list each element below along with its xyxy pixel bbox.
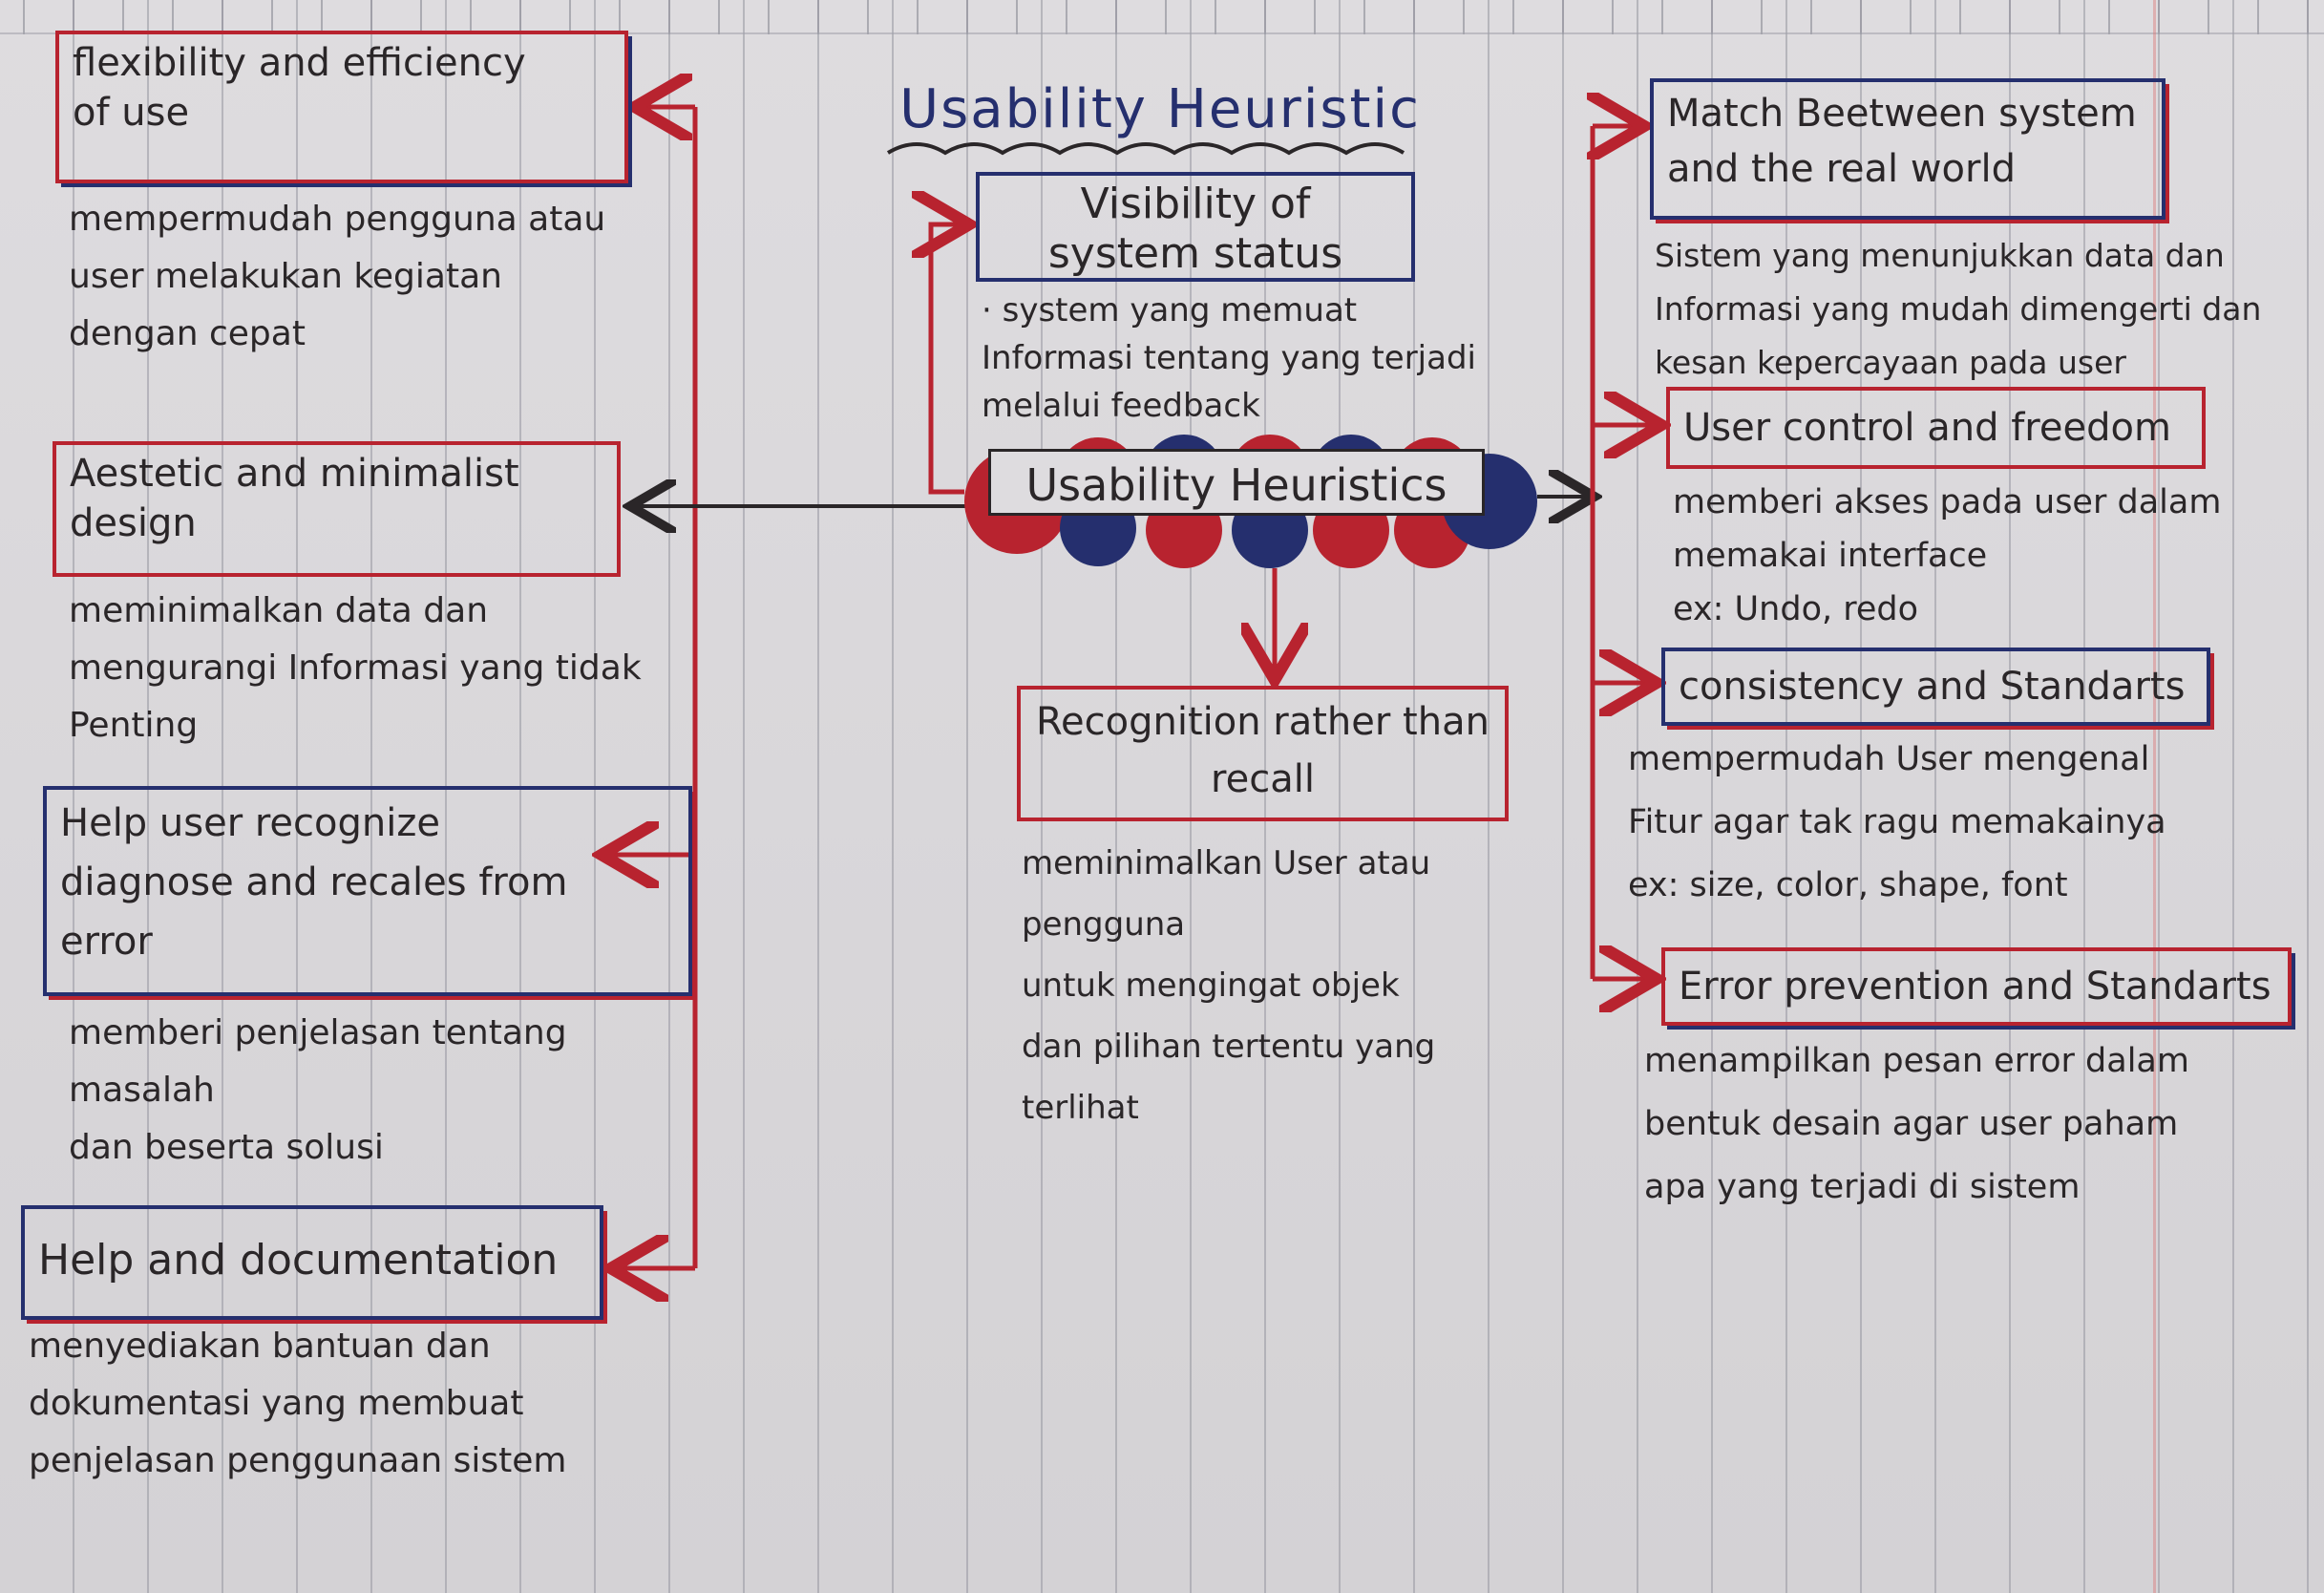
heuristic-desc: · system yang memuat Informasi tentang y…: [982, 291, 1476, 425]
heuristic-card-recognition: Recognition rather than recall: [1017, 686, 1509, 821]
heuristic-desc: meminimalkan User atau pengguna untuk me…: [1022, 844, 1436, 1127]
heuristic-card-help-recognize: Help user recognize diagnose and recales…: [43, 786, 692, 996]
heuristic-desc: mempermudah pengguna atau user melakukan…: [69, 200, 606, 353]
heuristic-title: User control and freedom: [1683, 406, 2171, 450]
heuristic-desc: meminimalkan data dan mengurangi Informa…: [69, 591, 642, 745]
heuristic-title: consistency and Standarts: [1679, 665, 2186, 709]
heuristic-title: Match Beetween system and the real world: [1667, 92, 2137, 191]
heuristic-desc: mempermudah User mengenal Fitur agar tak…: [1628, 740, 2166, 904]
heuristic-desc: menyediakan bantuan dan dokumentasi yang…: [29, 1327, 567, 1480]
heuristic-card-flexibility: flexibility and efficiency of use: [55, 31, 628, 183]
heuristic-title: Help and documentation: [38, 1236, 559, 1285]
heuristic-card-user-control: User control and freedom: [1666, 387, 2206, 469]
heuristic-title: Help user recognize diagnose and recales…: [60, 801, 568, 964]
heuristic-title: flexibility and efficiency of use: [73, 41, 526, 135]
heuristic-desc: Sistem yang menunjukkan data dan Informa…: [1655, 237, 2262, 381]
heuristic-title: Recognition rather than recall: [1036, 700, 1489, 801]
page-title: Usability Heuristic: [899, 78, 1421, 140]
heuristic-desc: memberi penjelasan tentang masalah dan b…: [69, 1013, 567, 1167]
arrow-to-visibility: [931, 224, 969, 495]
heuristic-card-aestetic: Aestetic and minimalist design: [53, 441, 621, 577]
heuristic-card-error-prevention: Error prevention and Standarts: [1661, 947, 2292, 1026]
heuristic-card-match: Match Beetween system and the real world: [1650, 78, 2166, 220]
heuristic-desc: memberi akses pada user dalam memakai in…: [1673, 483, 2222, 628]
heuristic-title: Error prevention and Standarts: [1679, 965, 2271, 1009]
notebook-margin-line: [2153, 0, 2156, 1593]
heuristic-desc: menampilkan pesan error dalam bentuk des…: [1644, 1042, 2189, 1206]
heuristic-card-help-doc: Help and documentation: [21, 1205, 603, 1320]
heuristic-card-visibility: Visibility of system status: [976, 172, 1415, 282]
heuristic-card-consistency: consistency and Standarts: [1661, 648, 2210, 726]
heuristic-title: Aestetic and minimalist design: [70, 452, 519, 545]
notebook-top-strip: [0, 0, 2324, 34]
heuristic-title: Visibility of system status: [1047, 180, 1343, 278]
center-label: Usability Heuristics: [988, 449, 1485, 516]
